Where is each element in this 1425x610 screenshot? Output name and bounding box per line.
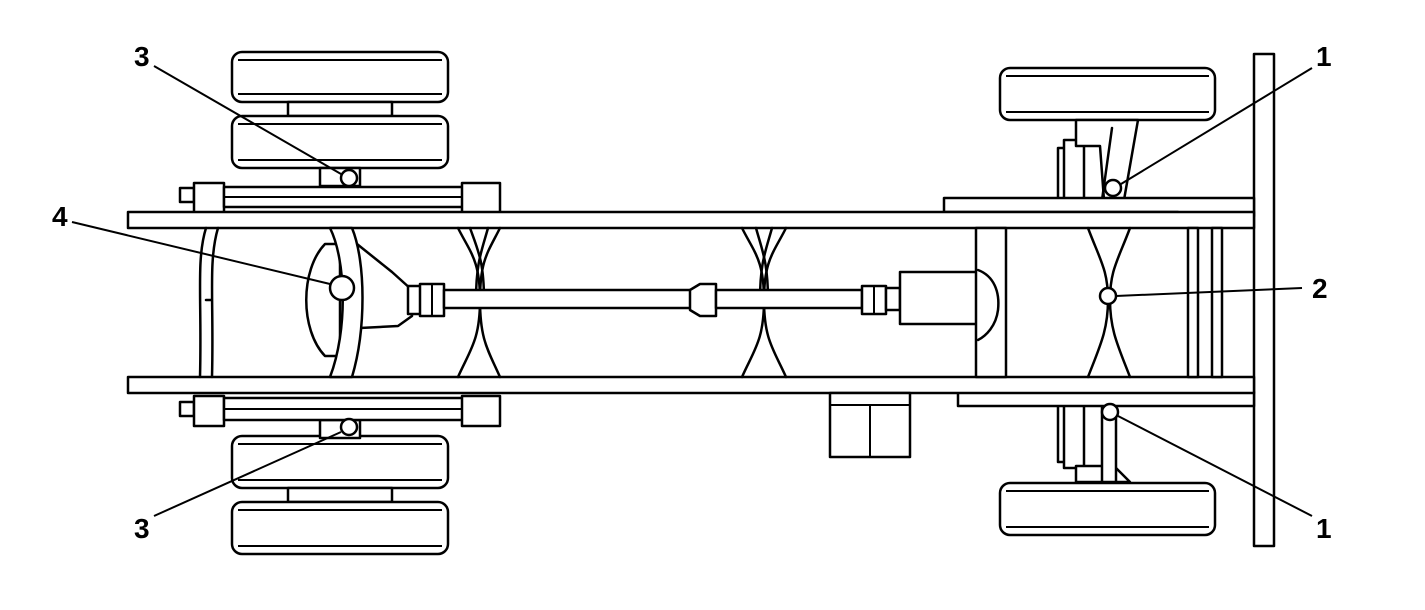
callout-1-bottom-right: 1 [1316, 513, 1332, 544]
lube-point-rear-spring-top [339, 168, 359, 188]
callout-4-left: 4 [52, 201, 68, 232]
frame-rail-top [126, 210, 1256, 230]
leader-1-top-right [1120, 67, 1313, 185]
callout-3-bottom-left: 3 [134, 513, 150, 544]
lube-point-front-knuckle-bottom [1100, 402, 1120, 422]
rear-wheel-top-inner [230, 114, 450, 170]
callout-2-right: 2 [1312, 273, 1328, 304]
rear-wheel-top-outer [230, 50, 450, 104]
leader-1-bottom-right [1117, 415, 1313, 517]
rear-wheel-bottom-inner [230, 434, 450, 490]
rear-leaf-spring-top [178, 181, 502, 215]
front-steering-knuckle-bottom [1056, 390, 1132, 484]
leader-3-bottom-left [153, 431, 342, 517]
rear-wheel-bottom-spacer [286, 486, 394, 504]
crossmember-rear [198, 226, 220, 379]
callout-1-top-right: 1 [1316, 41, 1332, 72]
rear-wheel-top-spacer [286, 100, 394, 118]
lube-point-rear-spring-bottom [339, 417, 359, 437]
driveshaft [406, 282, 902, 318]
lube-point-front-knuckle-top [1103, 178, 1123, 198]
frame-rail-bottom [126, 375, 1256, 395]
rear-axle-differential [305, 226, 414, 379]
rear-leaf-spring-bottom [178, 394, 502, 428]
lube-point-front-crossmember [1098, 286, 1118, 306]
radiator-support [1186, 226, 1224, 379]
battery-box [828, 391, 912, 459]
front-wheel-top [998, 66, 1217, 122]
leader-3-top-left [153, 65, 342, 175]
front-bumper [1252, 52, 1276, 548]
front-wheel-bottom [998, 481, 1217, 537]
front-steering-knuckle-top [1056, 118, 1140, 214]
rear-wheel-bottom-outer [230, 500, 450, 556]
leader-4-left [71, 221, 331, 285]
callout-3-top-left: 3 [134, 41, 150, 72]
transmission [898, 226, 1008, 379]
lube-point-differential [328, 274, 356, 302]
leader-2-right [1115, 287, 1303, 297]
